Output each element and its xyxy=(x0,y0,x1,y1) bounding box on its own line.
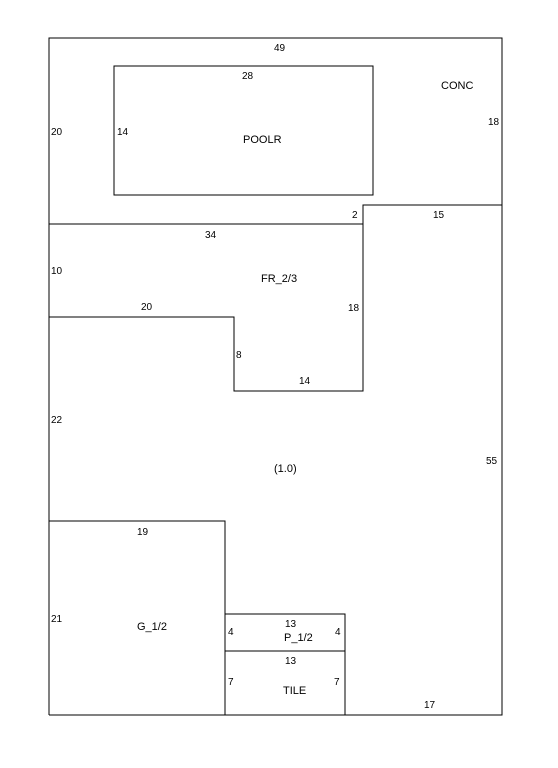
dimension-fr-top: 34 xyxy=(205,230,217,241)
dimension-porch-top: 13 xyxy=(285,619,297,630)
dimension-fr-left: 10 xyxy=(51,266,63,277)
dimension-tile-left: 7 xyxy=(228,677,234,688)
dimension-bottom-right: 17 xyxy=(424,700,436,711)
dimension-porch-left: 4 xyxy=(228,627,234,638)
dimension-left-top: 20 xyxy=(51,127,63,138)
pool-outline xyxy=(113,65,374,196)
dimension-tile-right: 7 xyxy=(334,677,340,688)
outline-boundary xyxy=(48,37,503,716)
dimension-right-top: 18 xyxy=(488,117,500,128)
dimension-fr-step-top: 20 xyxy=(141,302,153,313)
dimension-porch-right: 4 xyxy=(335,627,341,638)
dimension-garage-left: 21 xyxy=(51,614,63,625)
dimension-left-middle: 22 xyxy=(51,415,63,426)
dimension-right-segment-top: 15 xyxy=(433,210,445,221)
area-label-tile: TILE xyxy=(283,685,306,697)
dimension-pool-left: 14 xyxy=(117,127,129,138)
dimension-top: 49 xyxy=(274,43,286,54)
porch-outline xyxy=(225,613,346,715)
fr-boundary-line xyxy=(49,224,364,392)
dimension-pool-top: 28 xyxy=(242,71,254,82)
area-label-fr: FR_2/3 xyxy=(261,273,297,285)
dimension-tile-top: 13 xyxy=(285,656,297,667)
area-label-porch: P_1/2 xyxy=(284,632,313,644)
dimension-fr-step-side: 8 xyxy=(236,350,242,361)
conc-boundary-line xyxy=(49,204,502,225)
dimension-fr-bottom: 14 xyxy=(299,376,311,387)
area-label-conc: CONC xyxy=(441,80,473,92)
garage-outline xyxy=(49,520,226,715)
dimension-fr-right: 18 xyxy=(348,303,360,314)
dimension-jog: 2 xyxy=(352,210,358,221)
dimension-garage-top: 19 xyxy=(137,527,149,538)
area-label-poolr: POOLR xyxy=(243,134,282,146)
dimension-right-main: 55 xyxy=(486,456,498,467)
area-label-main: (1.0) xyxy=(274,463,297,475)
area-label-garage: G_1/2 xyxy=(137,621,167,633)
